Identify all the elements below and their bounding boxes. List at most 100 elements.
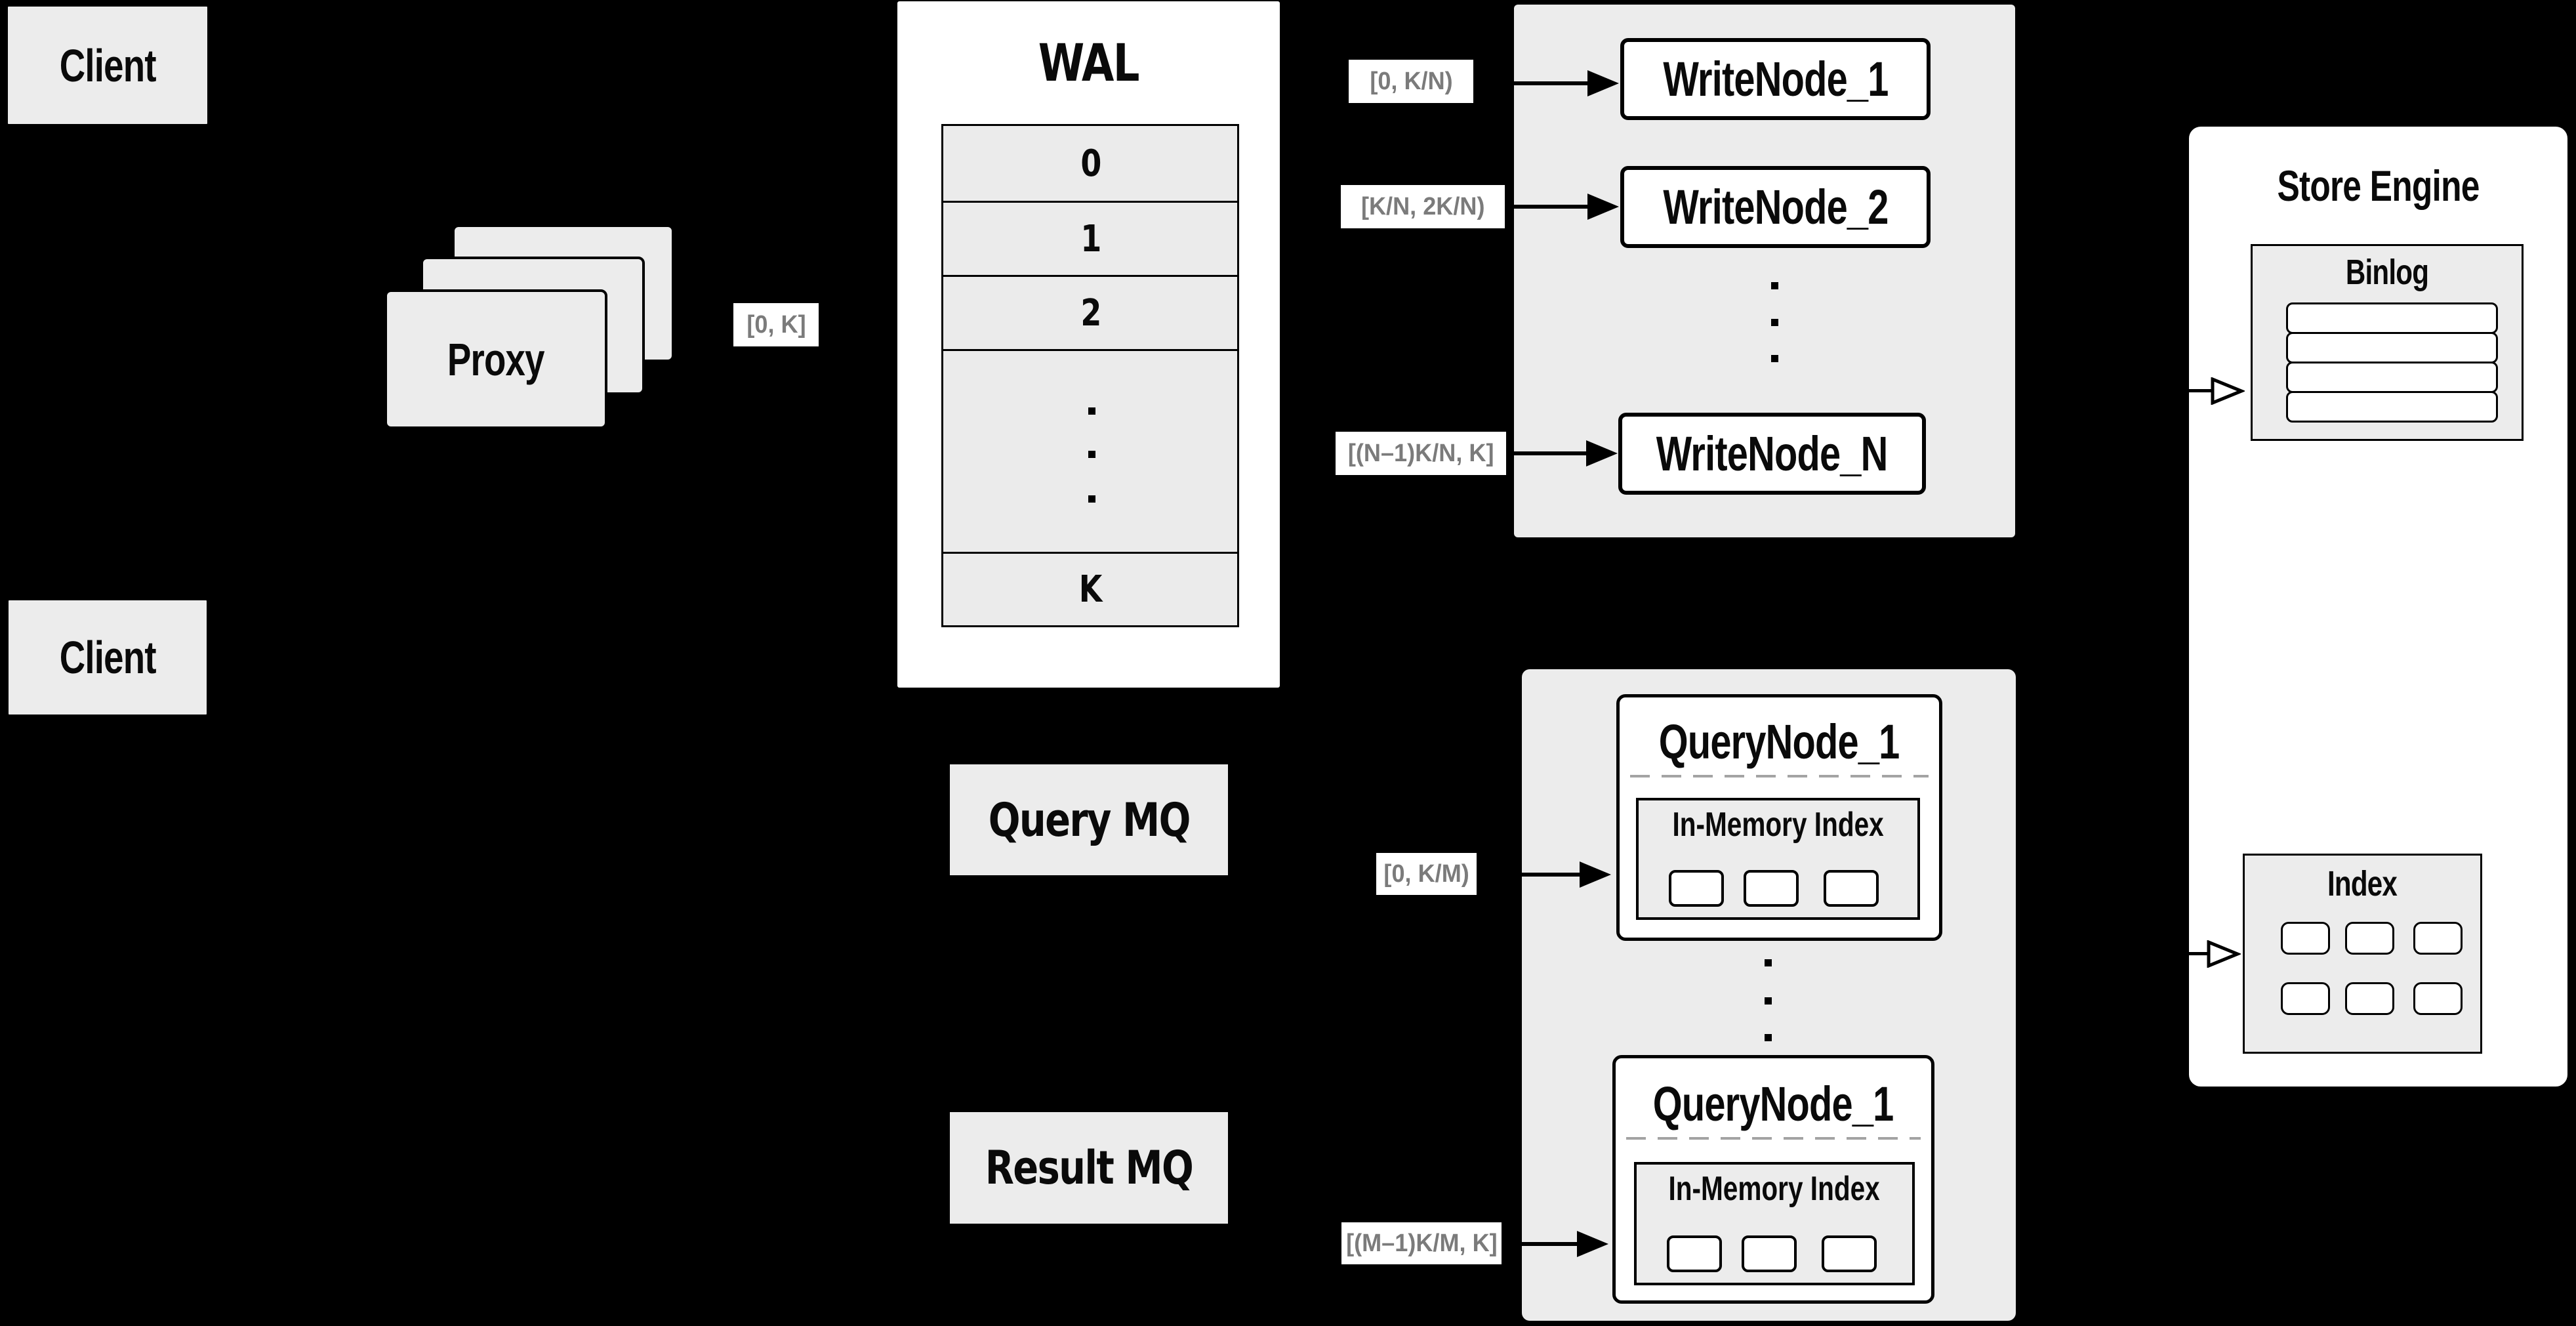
range-chip-write-2-text: [K/N, 2K/N) bbox=[1360, 192, 1485, 220]
binlog-title: Binlog bbox=[2345, 253, 2429, 292]
index-cell bbox=[2281, 982, 2330, 1015]
wal-row-k: K bbox=[941, 552, 1239, 627]
arrow-shaft bbox=[1503, 1242, 1578, 1246]
binlog-title-row: Binlog bbox=[2253, 251, 2522, 293]
wal-table: 0 1 2 K bbox=[941, 124, 1239, 627]
wal-ellipsis-dot bbox=[1088, 451, 1095, 458]
arrow-shaft bbox=[1475, 81, 1589, 85]
client-bottom-label: Client bbox=[59, 632, 156, 683]
write-group-ellipsis-dot bbox=[1771, 319, 1778, 326]
query-node-1-title: QueryNode_1 bbox=[1659, 714, 1900, 769]
open-arrow-right-icon bbox=[2211, 377, 2245, 405]
client-box-bottom: Client bbox=[7, 598, 209, 716]
write-node-n-box: WriteNode_N bbox=[1618, 413, 1926, 495]
segment-cell bbox=[1744, 870, 1799, 907]
write-group-ellipsis-dot bbox=[1771, 282, 1778, 289]
range-chip-write-1: [0, K/N) bbox=[1349, 60, 1473, 103]
write-node-1-box: WriteNode_1 bbox=[1620, 38, 1931, 120]
query-group-ellipsis-dot bbox=[1765, 997, 1772, 1005]
range-chip-write-1-text: [0, K/N) bbox=[1369, 67, 1453, 95]
wal-row-1: 1 bbox=[941, 201, 1239, 277]
arrow-shaft bbox=[1478, 873, 1581, 877]
store-engine-title-row: Store Engine bbox=[2189, 154, 2567, 217]
in-memory-index-2-title: In-Memory Index bbox=[1668, 1170, 1881, 1208]
store-engine-panel: Store Engine Binlog Index bbox=[2186, 124, 2570, 1089]
wal-row-2-label: 2 bbox=[1080, 291, 1101, 335]
write-node-2-label: WriteNode_2 bbox=[1662, 180, 1889, 234]
range-chip-0-k-text: [0, K] bbox=[746, 310, 806, 339]
write-group-ellipsis-dot bbox=[1771, 355, 1778, 362]
arrow-shaft bbox=[2189, 952, 2210, 955]
in-memory-index-box-2: In-Memory Index bbox=[1634, 1162, 1915, 1285]
store-engine-title: Store Engine bbox=[2277, 161, 2480, 210]
binlog-row bbox=[2286, 302, 2498, 334]
write-node-1-label: WriteNode_1 bbox=[1662, 52, 1889, 106]
in-memory-index-1-title-row: In-Memory Index bbox=[1639, 804, 1917, 845]
client-box-top: Client bbox=[6, 5, 209, 126]
result-mq-label: Result MQ bbox=[985, 1141, 1194, 1195]
index-cell bbox=[2345, 982, 2394, 1015]
wal-row-k-label: K bbox=[1079, 568, 1103, 611]
wal-row-0: 0 bbox=[941, 124, 1239, 203]
in-memory-index-2-title-row: In-Memory Index bbox=[1637, 1169, 1912, 1209]
range-chip-query-m-text: [(M–1)K/M, K] bbox=[1345, 1229, 1498, 1257]
in-memory-index-1-title: In-Memory Index bbox=[1672, 806, 1884, 844]
index-cell bbox=[2345, 922, 2394, 955]
query-node-2-box: QueryNode_1 In-Memory Index bbox=[1612, 1055, 1934, 1304]
result-mq-box: Result MQ bbox=[948, 1110, 1230, 1226]
write-node-2-box: WriteNode_2 bbox=[1620, 166, 1931, 248]
range-chip-write-n-text: [(N–1)K/N, K] bbox=[1347, 439, 1494, 467]
dashed-divider bbox=[1630, 775, 1929, 777]
index-box: Index bbox=[2243, 854, 2482, 1054]
range-chip-write-n: [(N–1)K/N, K] bbox=[1336, 432, 1506, 475]
query-group-ellipsis-dot bbox=[1765, 1034, 1772, 1041]
wal-row-ellipsis bbox=[941, 349, 1239, 554]
binlog-rows bbox=[2286, 302, 2498, 423]
client-top-label: Client bbox=[59, 39, 156, 91]
arrow-right-icon bbox=[1586, 440, 1618, 466]
binlog-row bbox=[2286, 362, 2498, 393]
wal-ellipsis-dot bbox=[1088, 407, 1095, 415]
wal-row-0-label: 0 bbox=[1080, 142, 1101, 185]
index-cell bbox=[2413, 922, 2463, 955]
open-arrow-right-icon bbox=[2207, 940, 2241, 968]
wal-row-2: 2 bbox=[941, 275, 1239, 351]
arrow-shaft bbox=[1507, 451, 1587, 455]
binlog-row bbox=[2286, 332, 2498, 363]
range-chip-query-1-text: [0, K/M) bbox=[1383, 860, 1469, 888]
wal-panel: WAL 0 1 2 K bbox=[897, 1, 1280, 688]
index-title: Index bbox=[2327, 864, 2398, 903]
query-mq-label: Query MQ bbox=[988, 793, 1191, 847]
query-mq-box: Query MQ bbox=[948, 762, 1230, 877]
segment-cell bbox=[1822, 1235, 1877, 1272]
index-cell bbox=[2413, 982, 2463, 1015]
write-node-n-label: WriteNode_N bbox=[1656, 426, 1889, 481]
range-chip-0-k: [0, K] bbox=[733, 303, 819, 346]
segment-cell bbox=[1824, 870, 1879, 907]
range-chip-write-2: [K/N, 2K/N) bbox=[1341, 185, 1505, 228]
query-node-1-title-row: QueryNode_1 bbox=[1620, 712, 1939, 771]
proxy-label: Proxy bbox=[447, 333, 545, 385]
arrow-shaft bbox=[1506, 205, 1589, 209]
wal-title-row: WAL bbox=[897, 28, 1280, 100]
proxy-card-front: Proxy bbox=[384, 289, 607, 429]
wal-ellipsis-dot bbox=[1088, 495, 1095, 503]
arrow-right-icon bbox=[1577, 1231, 1608, 1257]
range-chip-query-1: [0, K/M) bbox=[1376, 853, 1477, 895]
query-node-2-title: QueryNode_1 bbox=[1653, 1076, 1894, 1131]
index-cell bbox=[2281, 922, 2330, 955]
binlog-box: Binlog bbox=[2251, 244, 2524, 441]
index-title-row: Index bbox=[2245, 863, 2480, 904]
dashed-divider bbox=[1626, 1137, 1921, 1140]
in-memory-index-box-1: In-Memory Index bbox=[1636, 798, 1920, 920]
arrow-right-icon bbox=[1587, 70, 1619, 96]
query-node-1-box: QueryNode_1 In-Memory Index bbox=[1616, 694, 1942, 941]
arrow-shaft bbox=[2189, 389, 2213, 392]
range-chip-query-m: [(M–1)K/M, K] bbox=[1341, 1222, 1502, 1264]
arrow-right-icon bbox=[1580, 861, 1611, 888]
segment-cell bbox=[1669, 870, 1724, 907]
wal-title: WAL bbox=[1038, 34, 1140, 93]
binlog-row bbox=[2286, 391, 2498, 423]
segment-cell bbox=[1742, 1235, 1797, 1272]
